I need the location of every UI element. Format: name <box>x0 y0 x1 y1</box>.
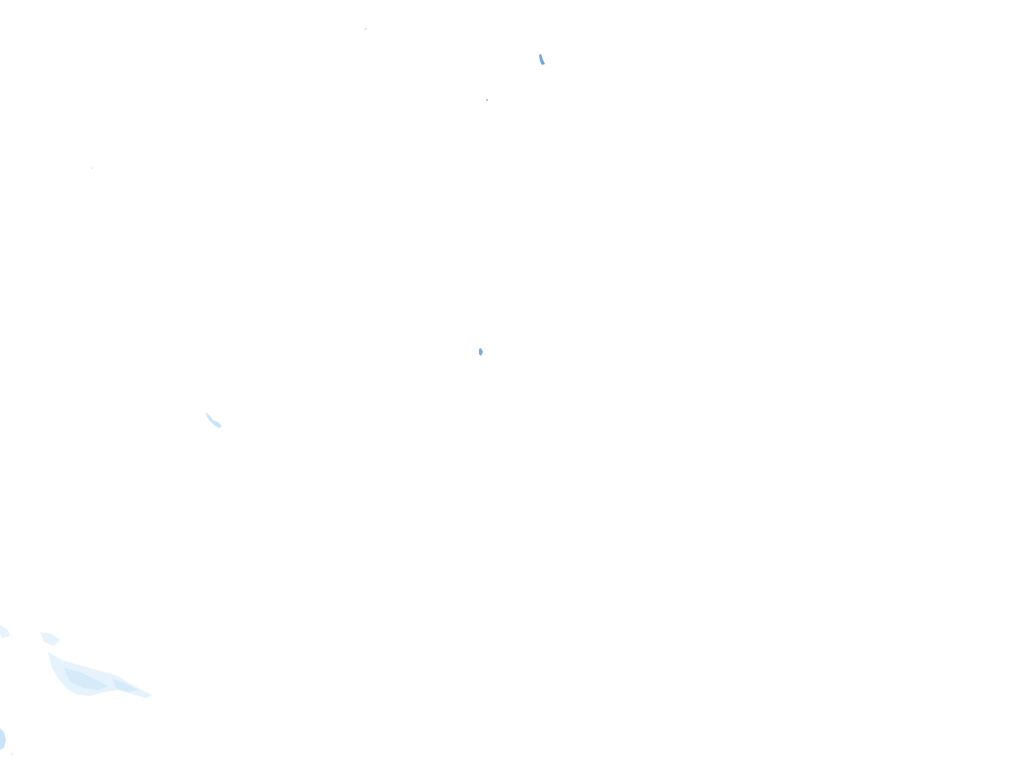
water-stream-left <box>206 412 222 428</box>
water-body-center <box>479 348 483 356</box>
water-body-top <box>539 54 545 65</box>
wetland-cluster-bottom-left <box>0 625 152 698</box>
water-speck-upper <box>486 99 488 101</box>
water-edge-bottom-left <box>0 728 6 750</box>
water-speck-left <box>91 167 93 169</box>
water-speck-top-left <box>364 28 367 30</box>
water-speck-bottom-left <box>10 752 14 756</box>
